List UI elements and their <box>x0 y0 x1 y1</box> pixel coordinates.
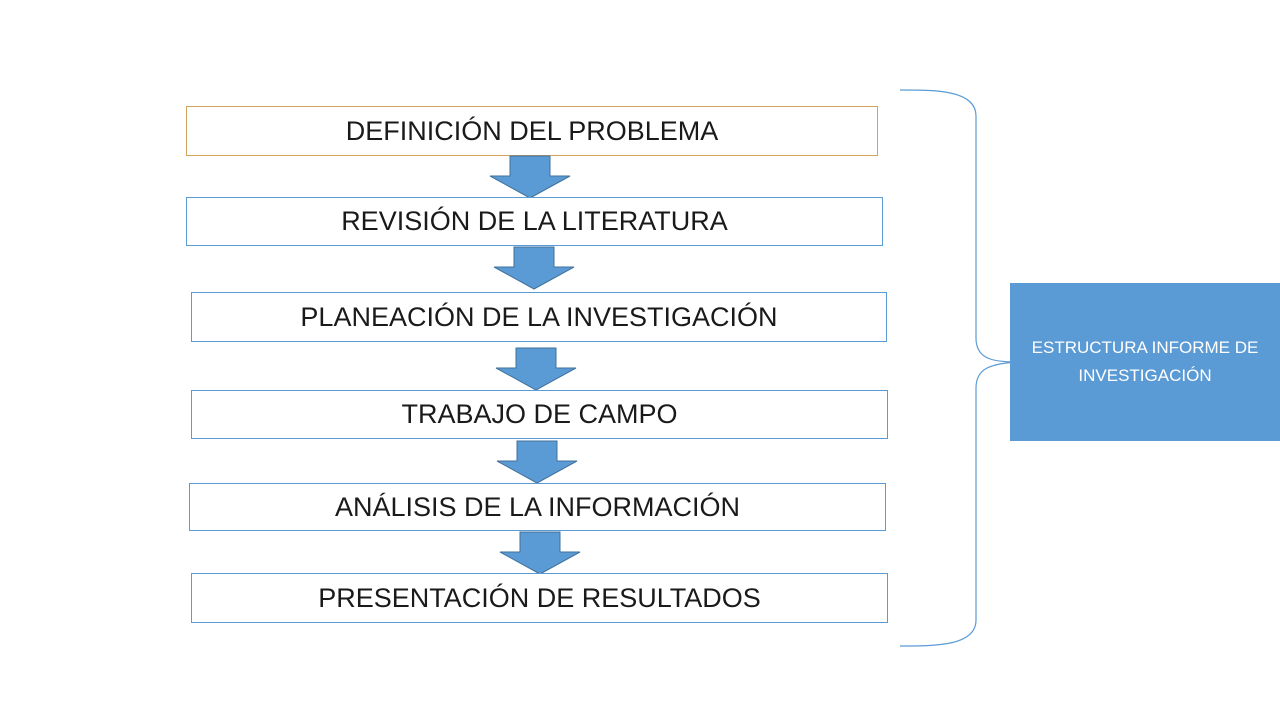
down-arrow-icon <box>495 347 577 391</box>
step-label: REVISIÓN DE LA LITERATURA <box>341 206 728 236</box>
step-box-analisis: ANÁLISIS DE LA INFORMACIÓN <box>189 483 886 531</box>
step-box-definicion: DEFINICIÓN DEL PROBLEMA <box>186 106 878 156</box>
down-arrow-icon <box>496 440 578 484</box>
down-arrow-icon <box>499 531 581 575</box>
step-box-trabajo: TRABAJO DE CAMPO <box>191 390 888 439</box>
step-box-presentacion: PRESENTACIÓN DE RESULTADOS <box>191 573 888 623</box>
summary-label: ESTRUCTURA INFORME DE INVESTIGACIÓN <box>1031 338 1259 385</box>
step-label: DEFINICIÓN DEL PROBLEMA <box>345 115 719 146</box>
step-label: PLANEACIÓN DE LA INVESTIGACIÓN <box>300 301 778 332</box>
step-label: ANÁLISIS DE LA INFORMACIÓN <box>334 491 741 522</box>
down-arrow-icon <box>493 246 575 290</box>
step-label: PRESENTACIÓN DE RESULTADOS <box>318 582 761 613</box>
step-box-planeacion: PLANEACIÓN DE LA INVESTIGACIÓN <box>191 292 887 342</box>
right-curly-brace <box>899 89 1016 647</box>
down-arrow-icon <box>489 155 571 199</box>
summary-box: ESTRUCTURA INFORME DE INVESTIGACIÓN <box>1010 283 1280 441</box>
step-label: TRABAJO DE CAMPO <box>401 399 678 429</box>
step-box-revision: REVISIÓN DE LA LITERATURA <box>186 197 883 246</box>
